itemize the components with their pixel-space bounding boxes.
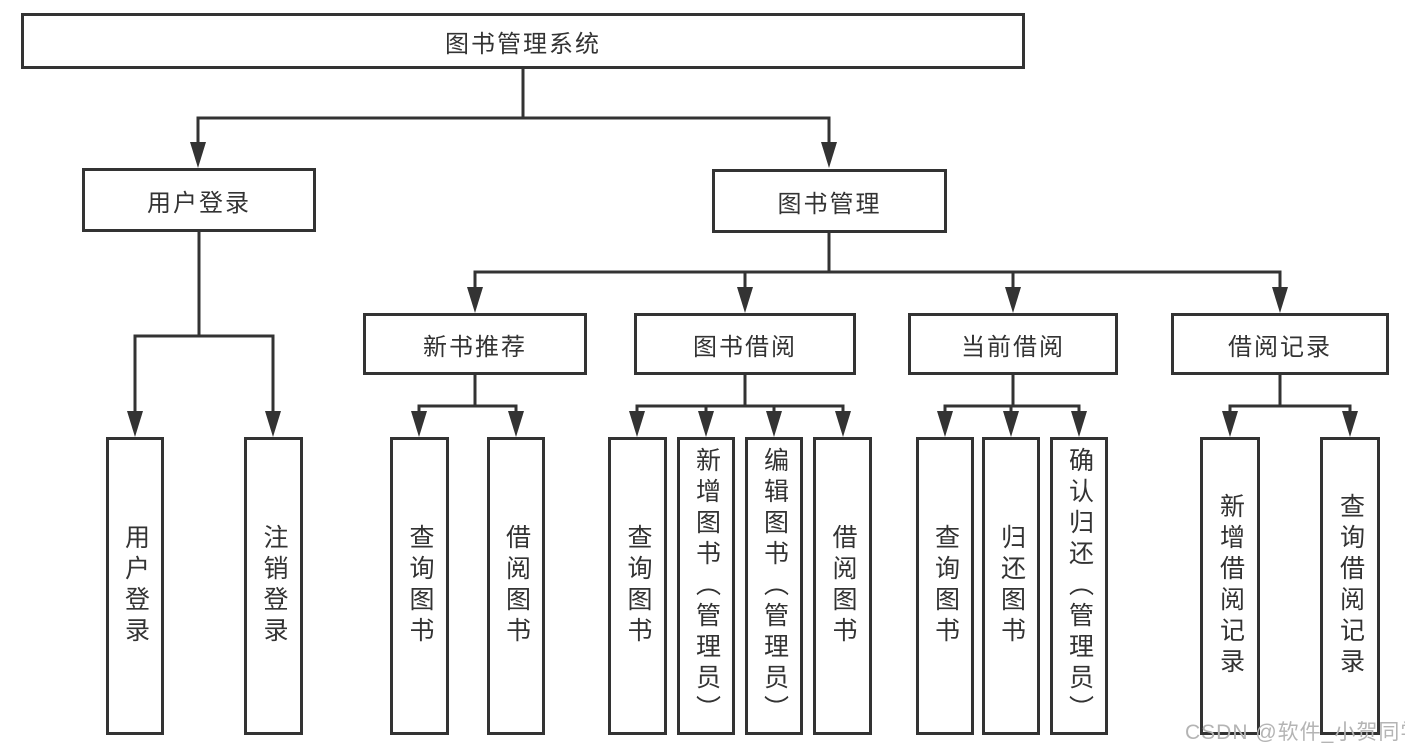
leaf-query-books-current: 查询图书 <box>916 437 974 735</box>
leaf-query-books-recommend: 查询图书 <box>390 437 449 735</box>
leaf-return-books-label: 归还图书 <box>997 524 1026 648</box>
node-new-book-recommend: 新书推荐 <box>363 313 587 375</box>
leaf-borrow-books-borrowing: 借阅图书 <box>813 437 872 735</box>
node-user-login: 用户登录 <box>82 168 316 232</box>
node-book-borrowing-label: 图书借阅 <box>693 333 797 361</box>
leaf-add-books-admin-label: 新增图书（管理员） <box>692 446 721 726</box>
leaf-borrow-books-recommend: 借阅图书 <box>487 437 545 735</box>
connector-book-borrowing-to-leaves <box>629 375 851 437</box>
node-new-book-recommend-label: 新书推荐 <box>423 333 527 361</box>
leaf-borrow-books-recommend-label: 借阅图书 <box>502 524 531 648</box>
leaf-query-books-borrowing: 查询图书 <box>608 437 667 735</box>
leaf-edit-books-admin: 编辑图书（管理员） <box>745 437 803 735</box>
leaf-confirm-return-admin: 确认归还（管理员） <box>1050 437 1108 735</box>
leaf-query-books-current-label: 查询图书 <box>931 524 960 648</box>
leaf-user-login: 用户登录 <box>106 437 164 735</box>
connector-user-login-to-leaves <box>127 232 281 437</box>
leaf-logout: 注销登录 <box>244 437 303 735</box>
leaf-query-books-recommend-label: 查询图书 <box>406 524 434 648</box>
node-root: 图书管理系统 <box>21 13 1025 69</box>
node-root-label: 图书管理系统 <box>445 30 601 58</box>
leaf-return-books: 归还图书 <box>982 437 1040 735</box>
node-borrowing-records: 借阅记录 <box>1171 313 1389 375</box>
node-book-management: 图书管理 <box>712 169 947 233</box>
node-current-borrowing: 当前借阅 <box>908 313 1118 375</box>
leaf-add-borrow-record-label: 新增借阅记录 <box>1216 493 1245 679</box>
leaf-confirm-return-admin-label: 确认归还（管理员） <box>1065 446 1094 726</box>
node-current-borrowing-label: 当前借阅 <box>961 333 1065 361</box>
node-book-borrowing: 图书借阅 <box>634 313 856 375</box>
leaf-edit-books-admin-label: 编辑图书（管理员） <box>760 446 789 726</box>
connector-new-book-recommend-to-leaves <box>411 375 524 437</box>
connector-book-management-to-level3 <box>467 233 1288 313</box>
connector-root-to-level2 <box>190 69 837 168</box>
leaf-user-login-label: 用户登录 <box>121 524 150 648</box>
leaf-logout-label: 注销登录 <box>260 524 288 648</box>
connector-borrowing-records-to-leaves <box>1222 375 1358 437</box>
node-book-management-label: 图书管理 <box>777 190 882 218</box>
node-user-login-label: 用户登录 <box>147 189 251 217</box>
leaf-query-borrow-record: 查询借阅记录 <box>1320 437 1380 735</box>
connector-current-borrowing-to-leaves <box>937 375 1087 437</box>
leaf-query-books-borrowing-label: 查询图书 <box>624 524 652 648</box>
leaf-add-books-admin: 新增图书（管理员） <box>677 437 735 735</box>
leaf-query-borrow-record-label: 查询借阅记录 <box>1336 493 1365 679</box>
watermark-text: CSDN @软件_小贺同学 <box>1185 721 1405 744</box>
leaf-borrow-books-borrowing-label: 借阅图书 <box>829 524 857 648</box>
leaf-add-borrow-record: 新增借阅记录 <box>1200 437 1260 735</box>
node-borrowing-records-label: 借阅记录 <box>1228 333 1332 361</box>
